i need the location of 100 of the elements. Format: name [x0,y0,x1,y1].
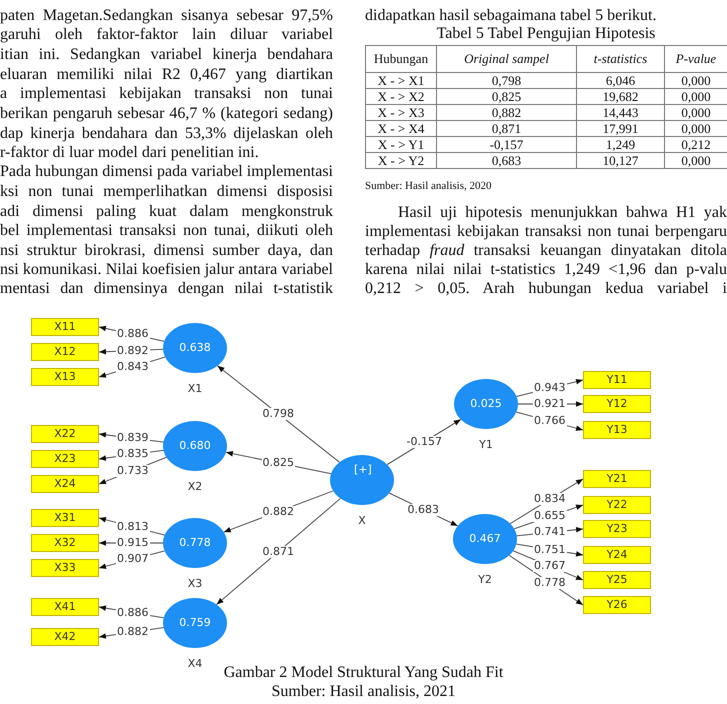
edge-label: 0.751 [533,544,566,556]
variable-name: X2 [186,480,204,493]
table-header-cell: P-value [664,46,727,72]
body-text-line: nsi struktur birokrasi, dimensi sumber daya, dan [0,241,333,261]
indicator-box: X12 [31,343,99,361]
body-text-line: Pada hubungan dimensi pada variabel implementasi [0,162,333,182]
edge-label: 0.798 [262,408,295,420]
edge-label: 0.886 [116,328,150,340]
table-cell: X - > Y2 [366,152,436,168]
r-squared-value: 0.467 [468,532,502,545]
indicator-box: Y13 [583,421,651,439]
edge-label: 0.843 [116,360,150,373]
indicator-box: Y21 [583,470,651,488]
table-cell: 1,249 [576,136,664,152]
table-header-cell: t-statistics [576,46,664,72]
indicator-box: Y24 [583,546,651,564]
indicator-box: X22 [31,425,99,443]
table-header-cell: Original sampel [436,46,576,72]
indicator-box: X31 [31,509,99,527]
edge-label: 0.741 [533,526,566,538]
table-cell: X - > X3 [366,104,436,120]
edge-label: 0.921 [533,398,566,410]
variable-name: X3 [186,577,204,590]
table-cell: X - > X1 [366,72,436,88]
table-header-cell: Hubungan [366,46,436,72]
edge-label: 0.683 [406,504,440,516]
indicator-box: X24 [31,475,99,493]
variable-name: X1 [186,382,204,395]
variable-name: X4 [186,657,204,670]
edge-label: 0.886 [116,606,150,619]
indicator-box: X33 [31,559,99,577]
body-text-line: bel implementasi transaksi non tunai, diikuti oleh [0,221,333,241]
table-title: Tabel 5 Tabel Pengujian Hipotesis [436,24,656,44]
r-squared-value: 0.638 [178,341,212,354]
table-source-note: Sumber: Hasil analisis, 2020 [365,179,492,194]
variable-name: Y2 [477,573,493,586]
r-squared-value: 0.759 [178,616,212,629]
body-text-line: karena nilai nilai t-statistics 1,249 <1,96 dan p-valu [365,260,727,280]
body-text-line: itian ini. Sedangkan variabel kinerja bendahara [0,45,333,65]
r-squared-value: 0.680 [178,439,212,452]
body-text-line: nsi komunikasi. Nilai koefisien jalur antara variabel [0,260,333,280]
edge-label: 0.915 [116,537,150,549]
body-text-line: mentasi dan dimensinya dengan nilai t-statistik [0,279,333,299]
table-cell: 0,683 [436,152,576,168]
r-squared-value: 0.778 [178,536,212,549]
edge-label: 0.778 [533,576,566,589]
indicator-box: X13 [31,368,99,386]
table-cell: 0,825 [436,88,576,104]
table-cell: 17,991 [576,120,664,136]
table-cell: 19,682 [576,88,664,104]
edge-label: 0.943 [533,382,566,394]
body-text-line: didapatkan hasil sebagaimana tabel 5 berikut. [365,6,658,26]
table-cell: X - > X2 [366,88,436,104]
edge-label: 0.655 [533,510,566,522]
indicator-box: Y23 [583,520,651,538]
table-cell: 14,443 [576,104,664,120]
indicator-box: Y11 [583,371,651,389]
body-text-line: dap kinerja bendahara dan 53,3% dijelaskan oleh [0,124,333,144]
body-text-line: r-faktor di luar model dari penelitian ini. [0,143,260,163]
edge-label: 0.835 [116,448,150,460]
table-cell: 0,882 [436,104,576,120]
edge-label: -0.157 [406,436,443,448]
body-text-line: Hasil uji hipotesis menunjukkan bahwa H1 yak [398,203,727,223]
edge-label: 0.766 [533,415,566,428]
body-text-line: 0,212 > 0,05. Arah hubungan kedua variabel i [365,279,727,299]
indicator-box: Y26 [583,596,651,614]
table-cell: 6,046 [576,72,664,88]
variable-name: X [357,514,367,527]
edge-label: 0.907 [116,553,150,566]
indicator-box: X32 [31,534,99,552]
body-text-line: berikan pengaruh sebesar 46,7 % (kategori sedang) [0,104,333,124]
table-cell: -0,157 [436,136,576,152]
body-text-line: paten Magetan.Sedangkan sisanya sebesar 97,5% [0,6,333,26]
figure-source-note: Sumber: Hasil analisis, 2021 [270,682,456,702]
edge-label: 0.733 [116,464,150,477]
table-cell: 10,127 [576,152,664,168]
body-text-line: a implementasi kebijakan transaksi non tunai [0,84,333,104]
body-text-line: terhadap fraud transaksi keuangan dinyatakan ditola [365,241,727,261]
indicator-box: Y25 [583,571,651,589]
indicator-box: Y22 [583,496,651,514]
edge-label: 0.813 [116,520,150,533]
indicator-box: X42 [31,628,99,646]
edge-label: 0.882 [262,506,295,518]
body-text-line: implementasi kebijakan transaksi non tunai berpengaru [365,222,727,242]
table-cell: X - > Y1 [366,136,436,152]
indicator-box: X41 [31,598,99,616]
formative-marker: [+] [354,463,372,476]
body-text-line: adi dimensi paling kuat dalam mengkonstruk [0,202,333,222]
edge-label: 0.839 [116,432,150,444]
indicator-box: X11 [31,318,99,336]
r-squared-value: 0.025 [469,397,503,410]
body-text-line: eluaran memiliki nilai R2 0,467 yang diartikan [0,65,333,85]
variable-name: Y1 [478,438,494,451]
edge-label: 0.825 [262,457,295,469]
indicator-box: X23 [31,450,99,468]
table-cell: X - > X4 [366,120,436,136]
edge-label: 0.871 [262,546,295,558]
path-arrow [217,365,340,463]
edge-label: 0.767 [533,560,566,572]
path-arrow [216,498,341,605]
